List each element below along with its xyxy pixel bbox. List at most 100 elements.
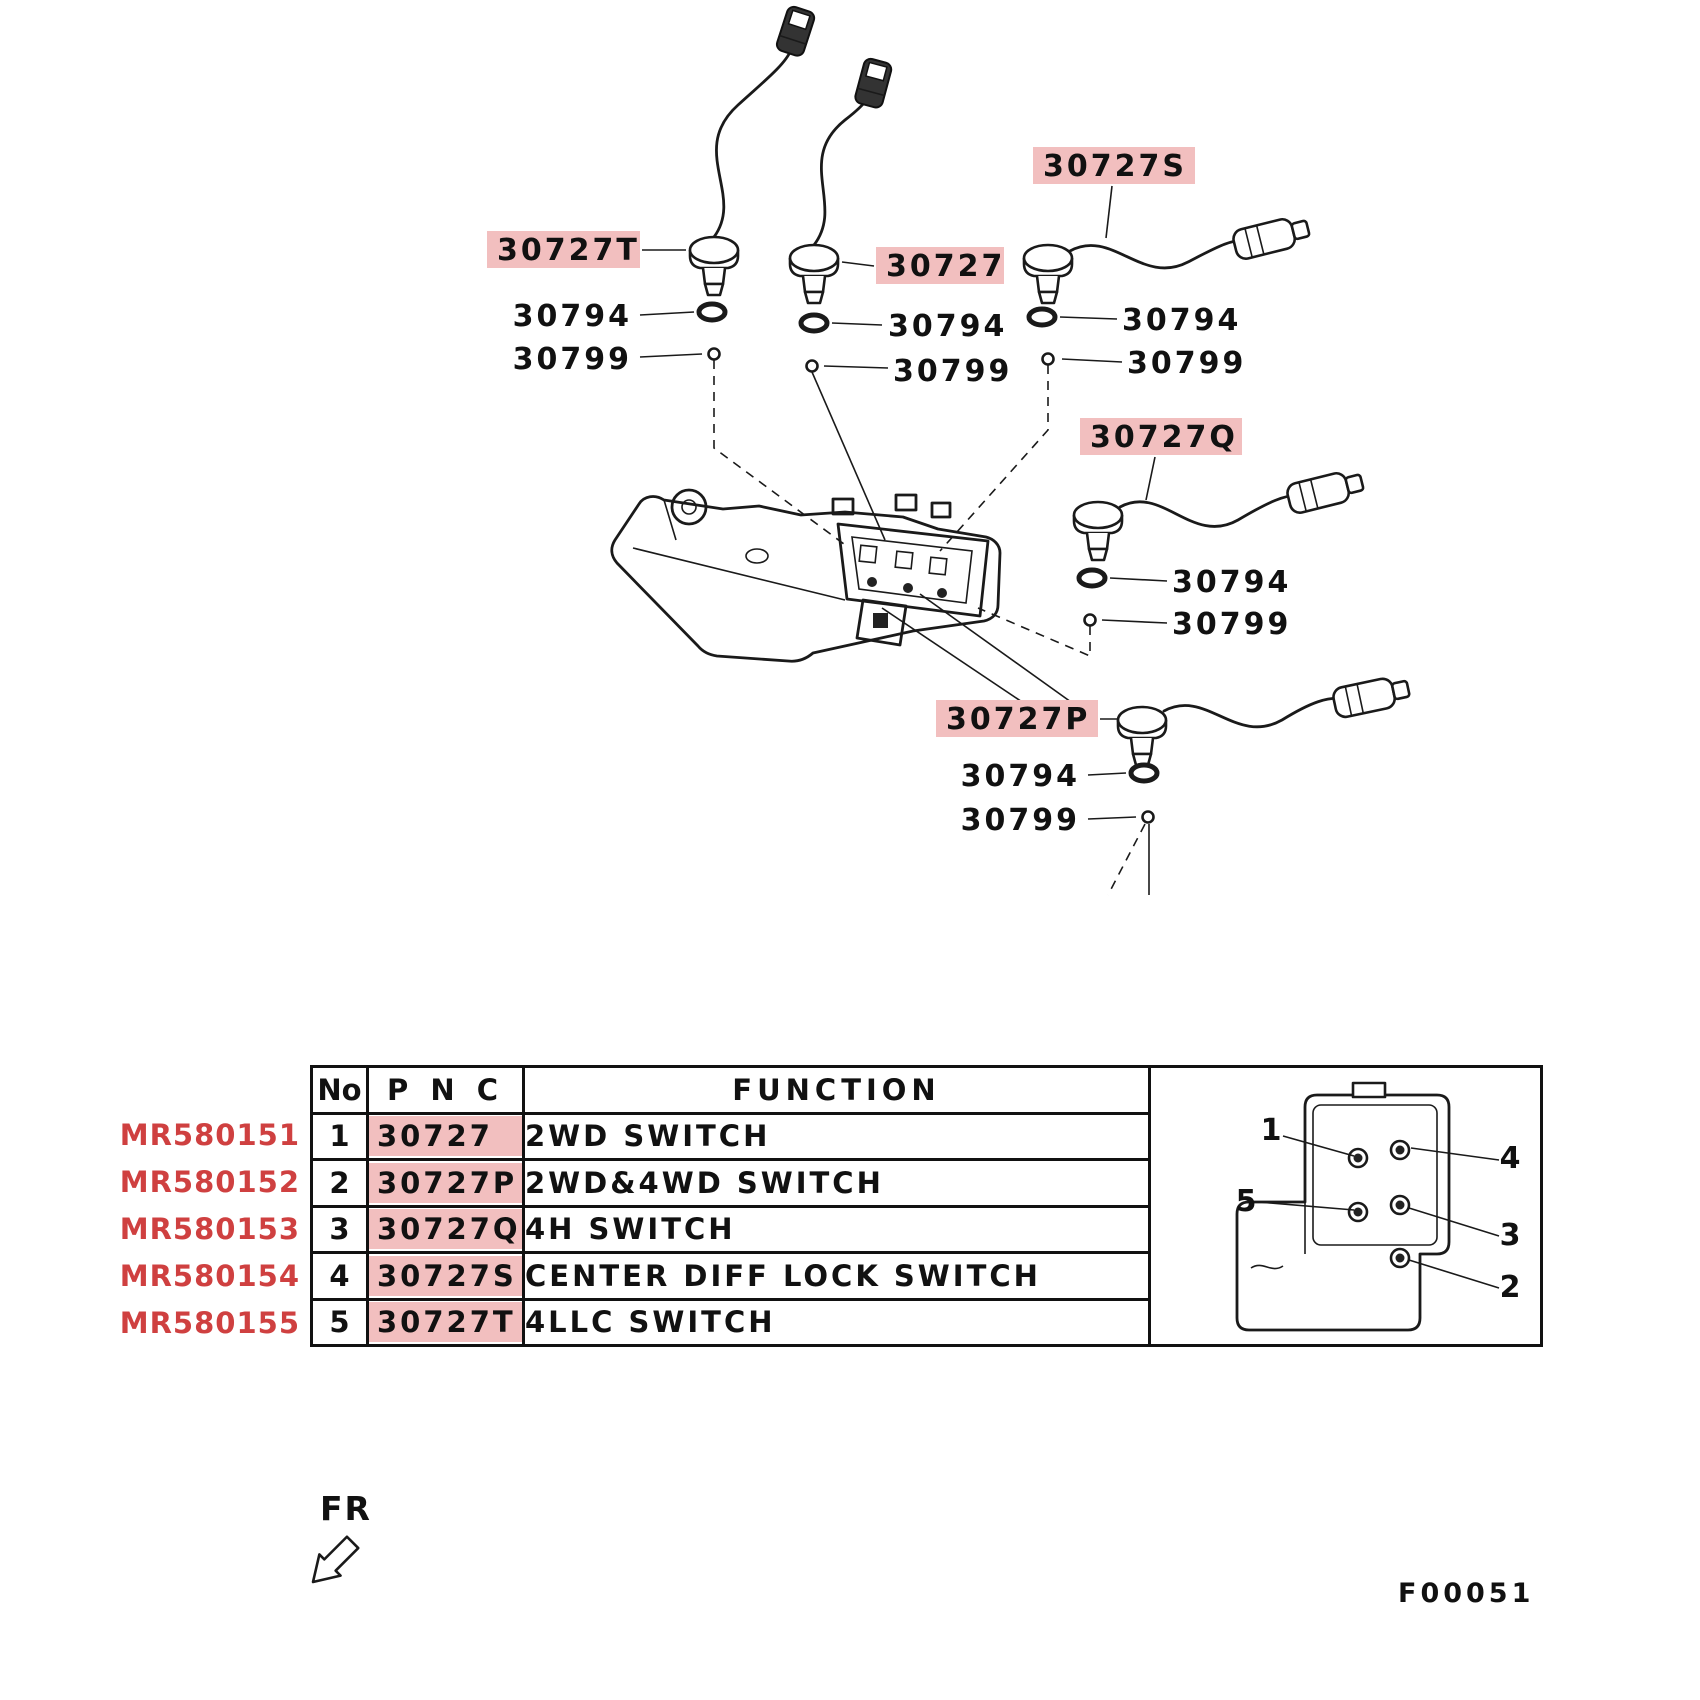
function-cell: 4LLC SWITCH: [522, 1297, 1151, 1347]
switch-position-1: [1347, 1147, 1369, 1169]
diagram-pnc-label-30727q[interactable]: 30727Q: [1080, 418, 1242, 455]
oring-part: [801, 315, 827, 331]
table-header-row: No P N C FUNCTION: [310, 1065, 1151, 1115]
label-highlight: [936, 700, 1098, 737]
pnc-link[interactable]: 30727P: [369, 1162, 522, 1203]
inset-diagram: 1 4 5 3 2: [1236, 1081, 1521, 1332]
leader-line: [1087, 772, 1127, 776]
leader-line: [639, 353, 703, 358]
part-number-link[interactable]: MR580151: [119, 1118, 300, 1152]
pnc-cell: 30727: [366, 1111, 525, 1161]
switch-body: [1116, 705, 1168, 767]
switch-position-2: [1389, 1247, 1411, 1269]
pnc-label-text: 30727P: [946, 702, 1090, 737]
connector-plug: [852, 56, 894, 111]
mount-dot: [867, 577, 877, 587]
pnc-label-text: 30727: [886, 249, 1005, 284]
pnc-link[interactable]: 30727S: [369, 1255, 522, 1296]
callout-line: [1408, 1259, 1500, 1289]
diagram-pnc-label-30727t[interactable]: 30727T: [487, 231, 640, 268]
front-direction-marker: FR: [311, 1489, 372, 1584]
oring-label: 30794: [513, 299, 632, 334]
table-row: 2 30727P 2WD&4WD SWITCH: [310, 1158, 1151, 1208]
label-highlight: [1033, 147, 1195, 184]
case-cutout: [855, 598, 908, 647]
leader-line: [1101, 619, 1168, 624]
diagram-pnc-label-30727p[interactable]: 30727P: [936, 700, 1098, 737]
pnc-link[interactable]: 30727: [369, 1116, 522, 1157]
callout-line: [1408, 1207, 1500, 1237]
mount-dot: [903, 583, 913, 593]
leader-line: [1059, 316, 1118, 320]
case-boss-inner: [851, 536, 973, 604]
inset-detail-line: [1250, 1264, 1284, 1270]
pnc-link[interactable]: 30727T: [369, 1302, 522, 1343]
case-outline: [610, 495, 1002, 663]
exploded-diagram: 30727T 30794 30799 30727 30794 30799: [487, 4, 1413, 896]
oring-part: [699, 304, 725, 320]
case-tab: [831, 497, 855, 516]
header-pnc: P N C: [366, 1065, 525, 1115]
wire-path: [712, 48, 793, 239]
ball-part: [1083, 613, 1097, 627]
table-row: 1 30727 2WD SWITCH: [310, 1111, 1151, 1161]
leader-line: [639, 311, 695, 316]
row-no: 5: [310, 1297, 369, 1347]
switch-30727p-assembly: 30727P 30794 30799: [936, 672, 1413, 838]
part-reference-column: MR580151 MR580152 MR580153 MR580154 MR58…: [110, 1112, 300, 1347]
dashed-leader: [977, 607, 1091, 658]
switch-position-4: [1389, 1139, 1411, 1161]
pnc-link[interactable]: 30727Q: [369, 1209, 522, 1250]
leader-line: [1087, 816, 1137, 820]
pnc-cell: 30727P: [366, 1158, 525, 1208]
pnc-label-text: 30727S: [1043, 149, 1187, 184]
diagram-pnc-label-30727s[interactable]: 30727S: [1033, 147, 1195, 184]
locating-lines: [713, 360, 1150, 896]
part-number-link[interactable]: MR580154: [119, 1259, 300, 1293]
header-no: No: [310, 1065, 369, 1115]
parts-table-panel: No P N C FUNCTION 1 30727 2WD SWITCH 2 3…: [310, 1065, 1543, 1347]
switch-location-inset: 1 4 5 3 2: [1151, 1065, 1543, 1347]
oring-part: [1079, 570, 1105, 586]
table-row: 5 30727T 4LLC SWITCH: [310, 1297, 1151, 1347]
switch-30727t-assembly: 30727T 30794 30799: [487, 4, 817, 377]
front-arrow-icon: [311, 1535, 360, 1584]
leader-line: [881, 607, 1041, 715]
ball-label: 30799: [1127, 346, 1246, 381]
row-no: 2: [310, 1158, 369, 1208]
switch-body: [788, 243, 840, 305]
oring-label: 30794: [961, 759, 1080, 794]
case-lobe-hole: [681, 499, 697, 515]
front-label: FR: [320, 1489, 372, 1528]
mount-dot: [937, 588, 947, 598]
part-number-link[interactable]: MR580155: [119, 1306, 300, 1340]
switch-30727-assembly: 30727 30794 30799: [788, 56, 1009, 389]
transfer-case: [610, 488, 1002, 663]
switch-body: [1072, 500, 1124, 562]
leader-line: [823, 365, 889, 369]
table-row: 3 30727Q 4H SWITCH: [310, 1204, 1151, 1254]
oring-part: [1131, 765, 1157, 781]
mount-hole: [928, 556, 948, 576]
leader-line: [1145, 456, 1156, 501]
ball-part: [805, 359, 819, 373]
callout-line: [1258, 1201, 1355, 1211]
function-cell: 2WD&4WD SWITCH: [522, 1158, 1151, 1208]
ball-label: 30799: [961, 803, 1080, 838]
pnc-label-text: 30727T: [497, 233, 640, 268]
part-number-link[interactable]: MR580152: [119, 1165, 300, 1199]
switch-30727q-assembly: 30727Q 30794 30799: [1072, 418, 1367, 642]
case-tab: [894, 493, 918, 512]
case-cutout-hole: [873, 613, 888, 628]
oring-part: [1029, 309, 1055, 325]
callout-number-1: 1: [1261, 1113, 1282, 1148]
pnc-cell: 30727Q: [366, 1204, 525, 1254]
ball-part: [707, 347, 721, 361]
leader-line: [919, 593, 1079, 708]
diagram-pnc-label-30727[interactable]: 30727: [876, 247, 1005, 284]
callout-number-3: 3: [1500, 1218, 1521, 1253]
ball-label: 30799: [513, 342, 632, 377]
function-cell: CENTER DIFF LOCK SWITCH: [522, 1251, 1151, 1301]
part-number-link[interactable]: MR580153: [119, 1212, 300, 1246]
